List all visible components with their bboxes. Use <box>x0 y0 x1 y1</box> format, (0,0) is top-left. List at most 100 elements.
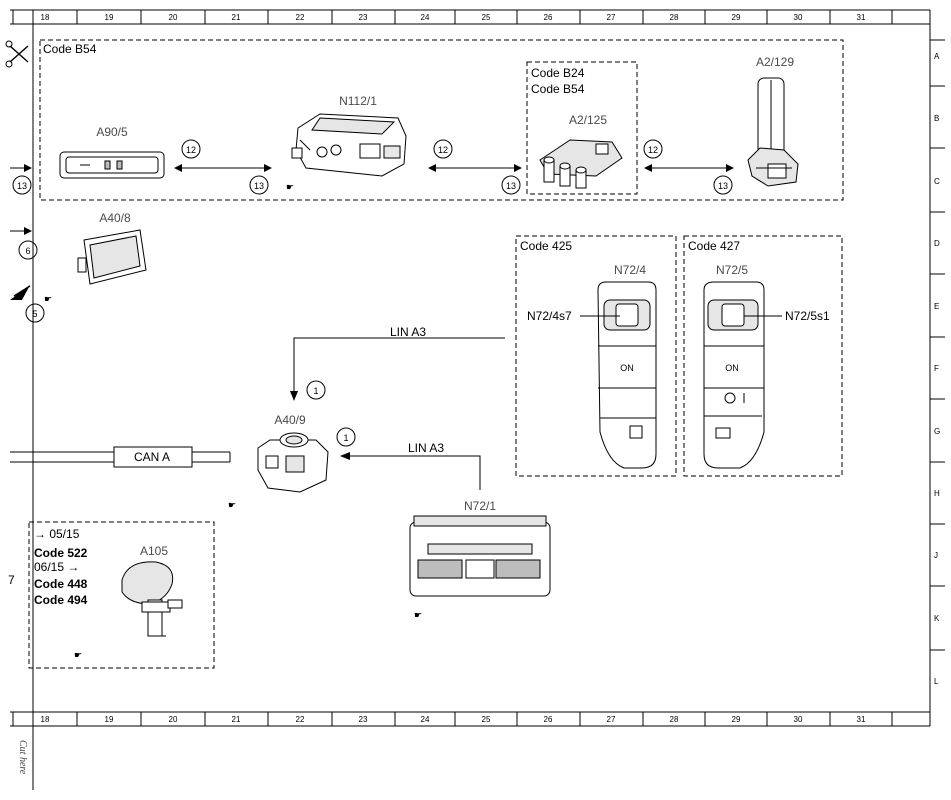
col-30-bottom: 30 <box>794 715 803 724</box>
can-a-label: CAN A <box>134 450 170 464</box>
a105-label: A105 <box>140 544 168 558</box>
col-27-top: 27 <box>607 13 616 22</box>
col-26-bottom: 26 <box>544 715 553 724</box>
col-25-bottom: 25 <box>482 715 491 724</box>
code-b24-label: Code B24 <box>531 66 585 80</box>
callout-1-b: 1 <box>336 427 356 447</box>
pointing-hand-icon: ☛ <box>414 610 422 620</box>
code-425-group <box>515 235 677 477</box>
lin-a3-top-label: LIN A3 <box>390 325 426 339</box>
a2-129-label: A2/129 <box>756 55 794 69</box>
col-20-top: 20 <box>169 13 178 22</box>
a40-8-component <box>77 229 147 285</box>
a2-125-component <box>539 139 623 189</box>
n112-1-component <box>291 113 407 177</box>
scissors-icon <box>5 40 29 68</box>
code-b54-inner-label: Code B54 <box>531 82 585 96</box>
row-a: A <box>934 52 940 61</box>
col-29-top: 29 <box>732 13 741 22</box>
col-25-top: 25 <box>482 13 491 22</box>
col-26-top: 26 <box>544 13 553 22</box>
lin-a3-bottom-label: LIN A3 <box>408 441 444 455</box>
n72-4s7-label: N72/4s7 <box>527 309 572 323</box>
col-21-top: 21 <box>232 13 241 22</box>
col-24-bottom: 24 <box>421 715 430 724</box>
col-19-bottom: 19 <box>105 715 114 724</box>
double-arrow-a2-125-a2-129 <box>644 164 734 172</box>
row-g: G <box>934 427 940 436</box>
n72-5-label: N72/5 <box>716 263 748 277</box>
a40-9-label: A40/9 <box>274 413 306 427</box>
row-l: L <box>934 677 939 686</box>
arrow-left-13 <box>10 164 32 172</box>
cut-here-label: Cut here <box>17 740 28 775</box>
col-31-top: 31 <box>857 13 866 22</box>
col-21-bottom: 21 <box>232 715 241 724</box>
double-arrow-a90-n112 <box>174 164 272 172</box>
row-j: J <box>934 551 938 560</box>
a105-code-line-1: Code 522 <box>34 546 88 560</box>
lin-a3-bottom-line <box>340 452 481 490</box>
code-b54-label: Code B54 <box>43 42 97 56</box>
callout-13-a: 13 <box>249 175 269 195</box>
svg-text:1: 1 <box>313 386 318 396</box>
can-a-bus <box>10 446 231 468</box>
row-d: D <box>934 239 940 248</box>
svg-text:12: 12 <box>186 145 196 155</box>
svg-text:6: 6 <box>25 246 30 256</box>
a90-5-label: A90/5 <box>96 125 128 139</box>
svg-text:13: 13 <box>17 181 27 191</box>
col-23-top: 23 <box>359 13 368 22</box>
a105-code-line-4: Code 494 <box>34 593 88 607</box>
pointing-hand-icon: ☛ <box>44 294 52 304</box>
a105-component <box>121 561 183 637</box>
col-31-bottom: 31 <box>857 715 866 724</box>
callout-13-left: 13 <box>12 175 32 195</box>
svg-text:13: 13 <box>254 181 264 191</box>
svg-text:5: 5 <box>32 309 37 319</box>
lin-a3-top-line <box>290 337 505 401</box>
n72-1-label: N72/1 <box>464 499 496 513</box>
a105-code-line-3: Code 448 <box>34 577 88 591</box>
bottom-ruler: 18 19 20 21 22 23 24 25 26 27 28 29 30 3… <box>12 712 893 726</box>
code-427-group <box>683 235 843 477</box>
callout-6: 6 <box>18 240 38 260</box>
n72-5-on-button: ON <box>725 363 739 373</box>
n112-1-label: N112/1 <box>339 94 377 108</box>
col-22-top: 22 <box>296 13 305 22</box>
n72-5-component <box>703 281 765 469</box>
code-b24-group <box>526 61 638 195</box>
svg-text:13: 13 <box>506 181 516 191</box>
callout-7-fragment: 7 <box>8 573 15 587</box>
col-20-bottom: 20 <box>169 715 178 724</box>
callout-5: 5 <box>25 303 45 323</box>
svg-text:13: 13 <box>718 181 728 191</box>
a105-group <box>28 521 215 669</box>
row-f: F <box>934 364 939 373</box>
a2-129-component <box>747 77 799 187</box>
a105-code-line-0: → 05/15 <box>34 527 80 541</box>
n72-5s1-label: N72/5s1 <box>785 309 830 323</box>
code-b54-group <box>39 39 844 201</box>
a105-code-line-2: 06/15 → <box>34 560 79 574</box>
callout-13-c: 13 <box>713 175 733 195</box>
a40-8-label: A40/8 <box>99 211 131 225</box>
col-29-bottom: 29 <box>732 715 741 724</box>
double-arrow-n112-a2-125 <box>428 164 522 172</box>
callout-1-a: 1 <box>306 380 326 400</box>
pointing-hand-icon: ☛ <box>286 182 294 192</box>
row-k: K <box>934 614 940 623</box>
a90-5-component <box>59 151 165 179</box>
callout-12-a: 12 <box>181 139 201 159</box>
col-27-bottom: 27 <box>607 715 616 724</box>
row-h: H <box>934 489 940 498</box>
svg-text:12: 12 <box>438 145 448 155</box>
col-28-top: 28 <box>670 13 679 22</box>
callout-13-b: 13 <box>501 175 521 195</box>
col-30-top: 30 <box>794 13 803 22</box>
a2-125-label: A2/125 <box>569 113 607 127</box>
col-24-top: 24 <box>421 13 430 22</box>
n72-1-component <box>409 515 551 597</box>
